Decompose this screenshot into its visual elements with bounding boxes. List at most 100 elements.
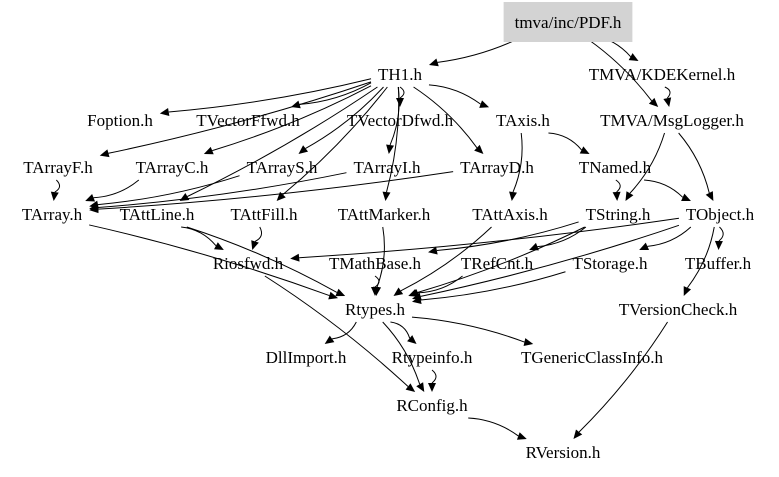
edge-th1-to-tarrd xyxy=(413,86,478,149)
node-tbuffer[interactable]: TBuffer.h xyxy=(685,254,752,273)
node-label: Rtypes.h xyxy=(345,300,405,319)
arrowhead-icon xyxy=(579,146,590,154)
arrowhead-icon xyxy=(290,253,300,262)
arrowhead-icon xyxy=(298,145,309,154)
arrowhead-icon xyxy=(612,191,621,201)
arrowhead-icon xyxy=(386,144,395,154)
node-rtypeinfo[interactable]: Rtypeinfo.h xyxy=(392,348,473,367)
arrowhead-icon xyxy=(214,242,224,250)
node-label: RConfig.h xyxy=(396,396,468,415)
arrowhead-icon xyxy=(416,382,425,392)
edge-rtypes-to-rtypeinfo xyxy=(390,321,411,339)
edge-msglog-to-tobject xyxy=(678,132,710,194)
edge-th1-to-tattline xyxy=(187,86,378,197)
node-foption[interactable]: Foption.h xyxy=(87,111,153,130)
edge-th1-to-tarrc xyxy=(212,85,372,152)
node-taxis[interactable]: TAxis.h xyxy=(496,111,550,130)
node-tattline[interactable]: TAttLine.h xyxy=(120,205,195,224)
node-tvecf[interactable]: TVectorFfwd.h xyxy=(196,111,300,130)
node-tarray[interactable]: TArray.h xyxy=(22,205,83,224)
node-label: TH1.h xyxy=(378,65,422,84)
arrowhead-icon xyxy=(50,191,59,201)
node-tarrc[interactable]: TArrayC.h xyxy=(136,158,209,177)
edge-rtypes-to-tgeneric xyxy=(411,316,525,343)
node-label: RVersion.h xyxy=(526,443,601,462)
edge-rtypeinfo-to-rconfig xyxy=(431,369,437,384)
node-trefcnt[interactable]: TRefCnt.h xyxy=(461,254,534,273)
node-label: TAttAxis.h xyxy=(472,205,548,224)
node-tmathbase[interactable]: TMathBase.h xyxy=(329,254,422,273)
arrowhead-icon xyxy=(407,335,417,344)
node-label: TVersionCheck.h xyxy=(619,300,738,319)
node-dllimport[interactable]: DllImport.h xyxy=(266,348,347,367)
node-tnamed[interactable]: TNamed.h xyxy=(579,158,652,177)
arrowhead-icon xyxy=(714,240,723,250)
arrowhead-icon xyxy=(573,429,583,439)
node-tarri[interactable]: TArrayI.h xyxy=(353,158,421,177)
edge-tstorage-to-rtypes xyxy=(420,271,566,301)
node-riosfwd[interactable]: Riosfwd.h xyxy=(213,254,284,273)
arrowhead-icon xyxy=(523,338,534,346)
edge-tnamed-to-tstring xyxy=(615,179,621,193)
arrowhead-icon xyxy=(251,240,259,250)
arrowhead-icon xyxy=(203,146,214,155)
arrowhead-icon xyxy=(396,98,404,107)
node-tarrd[interactable]: TArrayD.h xyxy=(460,158,534,177)
arrowhead-icon xyxy=(99,149,110,158)
arrowhead-icon xyxy=(85,193,96,202)
node-rversion[interactable]: RVersion.h xyxy=(526,443,601,462)
node-label: TArrayC.h xyxy=(136,158,209,177)
node-tarrs[interactable]: TArrayS.h xyxy=(247,158,318,177)
arrowhead-icon xyxy=(663,97,672,107)
edge-tattline-to-riosfwd xyxy=(181,226,217,247)
node-rconfig[interactable]: RConfig.h xyxy=(396,396,468,415)
edge-th1-to-foption xyxy=(168,78,372,113)
edge-rconfig-to-rversion xyxy=(468,417,519,437)
node-msglog[interactable]: TMVA/MsgLogger.h xyxy=(600,111,744,130)
edge-tstring-to-rtypes xyxy=(416,226,585,294)
node-tattaxis[interactable]: TAttAxis.h xyxy=(472,205,548,224)
node-tstorage[interactable]: TStorage.h xyxy=(572,254,648,273)
edge-tversioncheck-to-rversion xyxy=(578,321,668,433)
node-label: TArray.h xyxy=(22,205,83,224)
node-label: TAttLine.h xyxy=(120,205,195,224)
node-tvecd[interactable]: TVectorDfwd.h xyxy=(347,111,454,130)
node-tstring[interactable]: TString.h xyxy=(586,205,651,224)
arrowhead-icon xyxy=(516,432,527,440)
edge-rtypes-to-rconfig xyxy=(382,321,421,385)
node-tattmarker[interactable]: TAttMarker.h xyxy=(338,205,431,224)
node-tarrf[interactable]: TArrayF.h xyxy=(23,158,93,177)
edge-th1-to-tarrs xyxy=(305,86,384,149)
node-label: TMVA/KDEKernel.h xyxy=(589,65,736,84)
edge-tarrd-to-tarray xyxy=(98,171,454,210)
node-tversioncheck[interactable]: TVersionCheck.h xyxy=(619,300,738,319)
edge-trefcnt-to-rtypes xyxy=(417,275,463,294)
arrowhead-icon xyxy=(474,144,484,154)
node-tobject[interactable]: TObject.h xyxy=(686,205,755,224)
arrowhead-icon xyxy=(335,288,346,297)
edge-tarrs-to-tarray xyxy=(97,175,240,206)
node-tattfill[interactable]: TAttFill.h xyxy=(230,205,298,224)
node-label: Foption.h xyxy=(87,111,153,130)
arrowhead-icon xyxy=(324,335,335,344)
arrowhead-icon xyxy=(411,296,422,304)
node-label: TStorage.h xyxy=(572,254,648,273)
node-kde[interactable]: TMVA/KDEKernel.h xyxy=(589,65,736,84)
node-label: TVectorDfwd.h xyxy=(347,111,454,130)
node-label: TArrayI.h xyxy=(353,158,421,177)
edge-msglog-to-tstring xyxy=(629,132,666,194)
node-rtypes[interactable]: Rtypes.h xyxy=(345,300,405,319)
node-th1[interactable]: TH1.h xyxy=(378,65,422,84)
edge-tnamed-to-tobject xyxy=(644,179,684,198)
node-label: tmva/inc/PDF.h xyxy=(515,13,622,32)
arrowhead-icon xyxy=(628,53,639,61)
edges-layer xyxy=(50,34,724,440)
node-pdf[interactable]: tmva/inc/PDF.h xyxy=(503,2,633,42)
arrowhead-icon xyxy=(428,246,438,255)
arrowhead-icon xyxy=(509,191,517,201)
edge-th1-to-tarrf xyxy=(108,81,372,154)
arrowhead-icon xyxy=(479,100,490,108)
node-tgeneric[interactable]: TGenericClassInfo.h xyxy=(521,348,664,367)
